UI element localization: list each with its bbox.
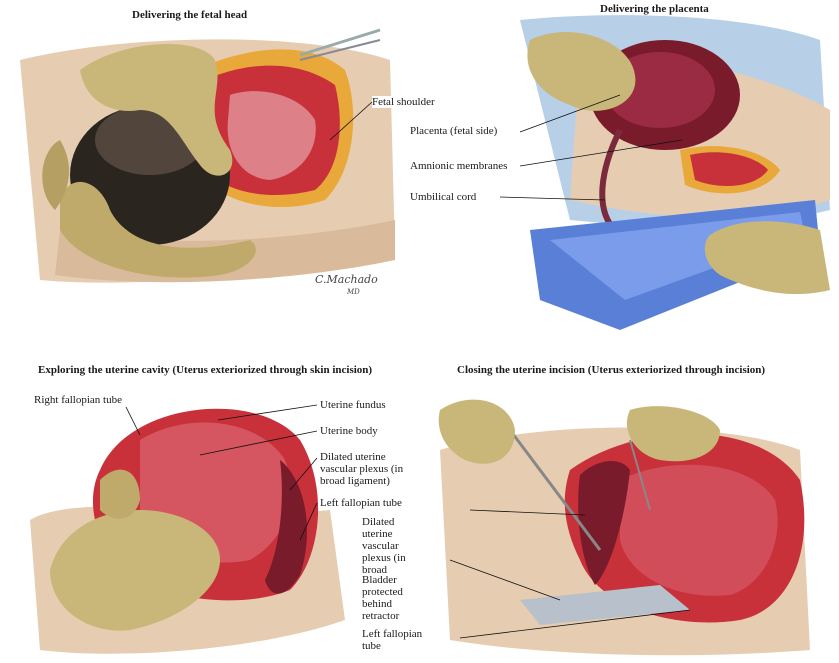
panel-title: Delivering the fetal head: [132, 9, 248, 21]
gloved-hand-upper: [80, 43, 233, 176]
vascular-plexus: [578, 460, 630, 585]
label-bladder-protected: Bladder protected behind retractor: [362, 574, 417, 622]
label-placenta-fetal-side: Placenta (fetal side): [410, 125, 498, 137]
label-left-fallopian-tube: Left fallopian tube: [320, 497, 402, 509]
label-dilated-vascular-plexus: Dilated uterine vascular plexus (in broa…: [320, 451, 420, 487]
panel-closing-uterine-incision: Closing the uterine incision (Uterus ext…: [362, 360, 839, 663]
closing-incision-illustration: [438, 399, 810, 656]
label-left-fallopian-tube: Left fallopian tube: [362, 628, 432, 652]
uterine-cavity-illustration: [30, 404, 345, 654]
gloved-hand-lower: [60, 181, 256, 278]
label-umbilical-cord: Umbilical cord: [410, 191, 477, 203]
artist-signature: C.Machado: [315, 273, 378, 286]
panel-title: Delivering the placenta: [600, 3, 709, 15]
gloved-fingers: [100, 469, 140, 519]
gloved-hand-left: [527, 32, 636, 111]
gloved-hand: [50, 510, 220, 631]
gloved-hand-right: [704, 221, 830, 295]
label-fetal-shoulder: Fetal shoulder: [372, 96, 435, 108]
label-uterine-body: Uterine body: [320, 425, 378, 437]
fetal-head-illustration: [20, 28, 395, 283]
retractor: [520, 585, 690, 625]
label-uterine-fundus: Uterine fundus: [320, 399, 386, 411]
panel-delivering-fetal-head: Delivering the fetal head Fetal shoulder…: [0, 0, 435, 330]
panel-title: Exploring the uterine cavity (Uterus ext…: [38, 364, 373, 376]
label-right-fallopian-tube: Right fallopian tube: [34, 394, 122, 406]
panel-delivering-placenta: Delivering the placenta Placenta (fetal …: [410, 0, 839, 340]
gloved-hand-upper-left: [438, 399, 515, 464]
panel-title: Closing the uterine incision (Uterus ext…: [457, 364, 766, 376]
placenta-illustration: [499, 15, 830, 330]
gloved-hand-upper-right: [626, 406, 720, 462]
panel-exploring-uterine-cavity: Exploring the uterine cavity (Uterus ext…: [0, 360, 420, 663]
vascular-plexus: [265, 460, 308, 594]
artist-signature-sub: MD: [347, 288, 360, 296]
label-amnionic-membranes: Amnionic membranes: [410, 160, 508, 172]
